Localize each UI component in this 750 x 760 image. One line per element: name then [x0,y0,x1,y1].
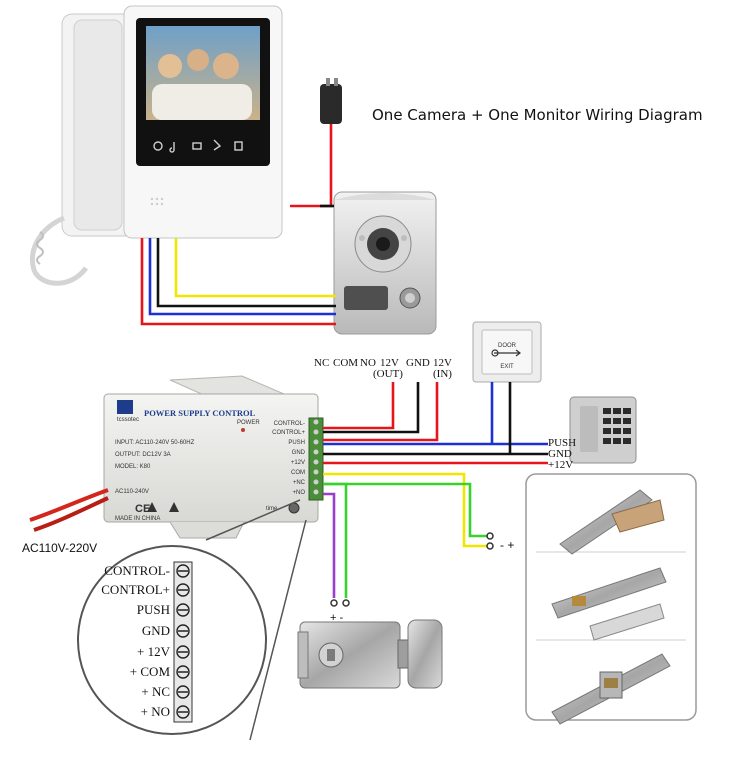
psu-model: MODEL: K80 [115,464,151,470]
warning-icon [147,502,157,512]
psu-term-2: PUSH [288,440,305,446]
outdoor-camera [333,191,437,335]
label-12v-in: 12V [433,357,452,369]
psu-output: OUTPUT: DC12V 3A [115,452,171,458]
keypad-12v-label: +12V [548,459,573,471]
psu-term-5: COM [291,470,305,476]
ce-mark: CE [135,503,150,515]
mag-label-2: PUSH [137,602,170,617]
ac-power-cable: AC110V-220V [22,488,109,555]
psu-brand: tcssotec [117,417,139,423]
mag-label-7: + NO [141,704,170,719]
indoor-monitor [30,5,283,286]
mag-label-3: GND [142,623,170,638]
door-exit-button: DOOR EXIT [472,321,542,383]
mag-label-0: CONTROL- [104,563,170,578]
relay-terminal-labels: NC COM NO 12V GND 12V (OUT) (IN) [314,357,452,380]
brand-logo [117,400,133,414]
label-no: NO [360,357,376,369]
mag-label-5: + COM [130,664,171,679]
hazard-icon [169,502,179,512]
psu-input: INPUT: AC110-240V 50-60HZ [115,440,195,446]
diagram-title: One Camera + One Monitor Wiring Diagram [372,106,703,124]
psu-term-6: +NC [293,480,306,486]
lock-pin-label: + - [330,612,343,624]
electric-lock [297,619,443,689]
bell-pin-label: - + [500,538,514,552]
fail-secure-strike [551,567,667,641]
lock-options-panel [525,473,697,725]
power-led [241,428,245,432]
power-supply-control: tcssotec POWER SUPPLY CONTROL POWER INPU… [103,375,324,539]
unlock-icon [192,142,202,150]
camera-wires [140,124,336,326]
ac-voltage-label: AC110V-220V [22,541,97,555]
exit-button-top-label: DOOR [498,343,517,349]
keypad-gnd-label: GND [548,448,572,460]
psu-term-4: +12V [291,460,305,466]
mag-label-6: + NC [141,684,170,699]
terminal-magnifier: CONTROL- CONTROL+ PUSH GND + 12V + COM +… [77,499,307,741]
delete-icon [234,141,243,151]
psu-term-7: +NO [292,490,305,496]
bell-terminals: - + [486,532,514,552]
lock-terminals: + - [330,599,350,624]
label-gnd: GND [406,357,430,369]
access-keypad [569,396,637,464]
intercom-icon [213,139,222,151]
psu-time-label: time [266,506,278,512]
label-out: (OUT) [373,368,403,380]
magnetic-lock [559,489,665,555]
terminal-block [308,417,324,501]
psu-title: POWER SUPPLY CONTROL [144,408,256,418]
label-12v-out: 12V [380,357,399,369]
label-nc: NC [314,357,329,369]
psu-term-1: CONTROL+ [272,430,305,436]
psu-made: MADE IN CHINA [115,516,160,522]
call-icon [153,141,163,151]
mag-label-4: + 12V [137,644,171,659]
label-in: (IN) [433,368,452,380]
exit-button-bottom-label: EXIT [500,364,514,370]
label-com: COM [333,357,358,369]
keypad-push-label: PUSH [548,437,576,449]
power-adapter [320,78,342,124]
psu-power-label: POWER [237,420,260,426]
psu-term-0: CONTROL- [274,421,305,427]
electric-strike [551,653,671,725]
psu-wires [323,382,548,598]
music-icon [169,142,175,153]
mag-label-1: CONTROL+ [101,582,170,597]
psu-term-3: GND [292,450,306,456]
psu-ac: AC110-240V [115,489,149,495]
